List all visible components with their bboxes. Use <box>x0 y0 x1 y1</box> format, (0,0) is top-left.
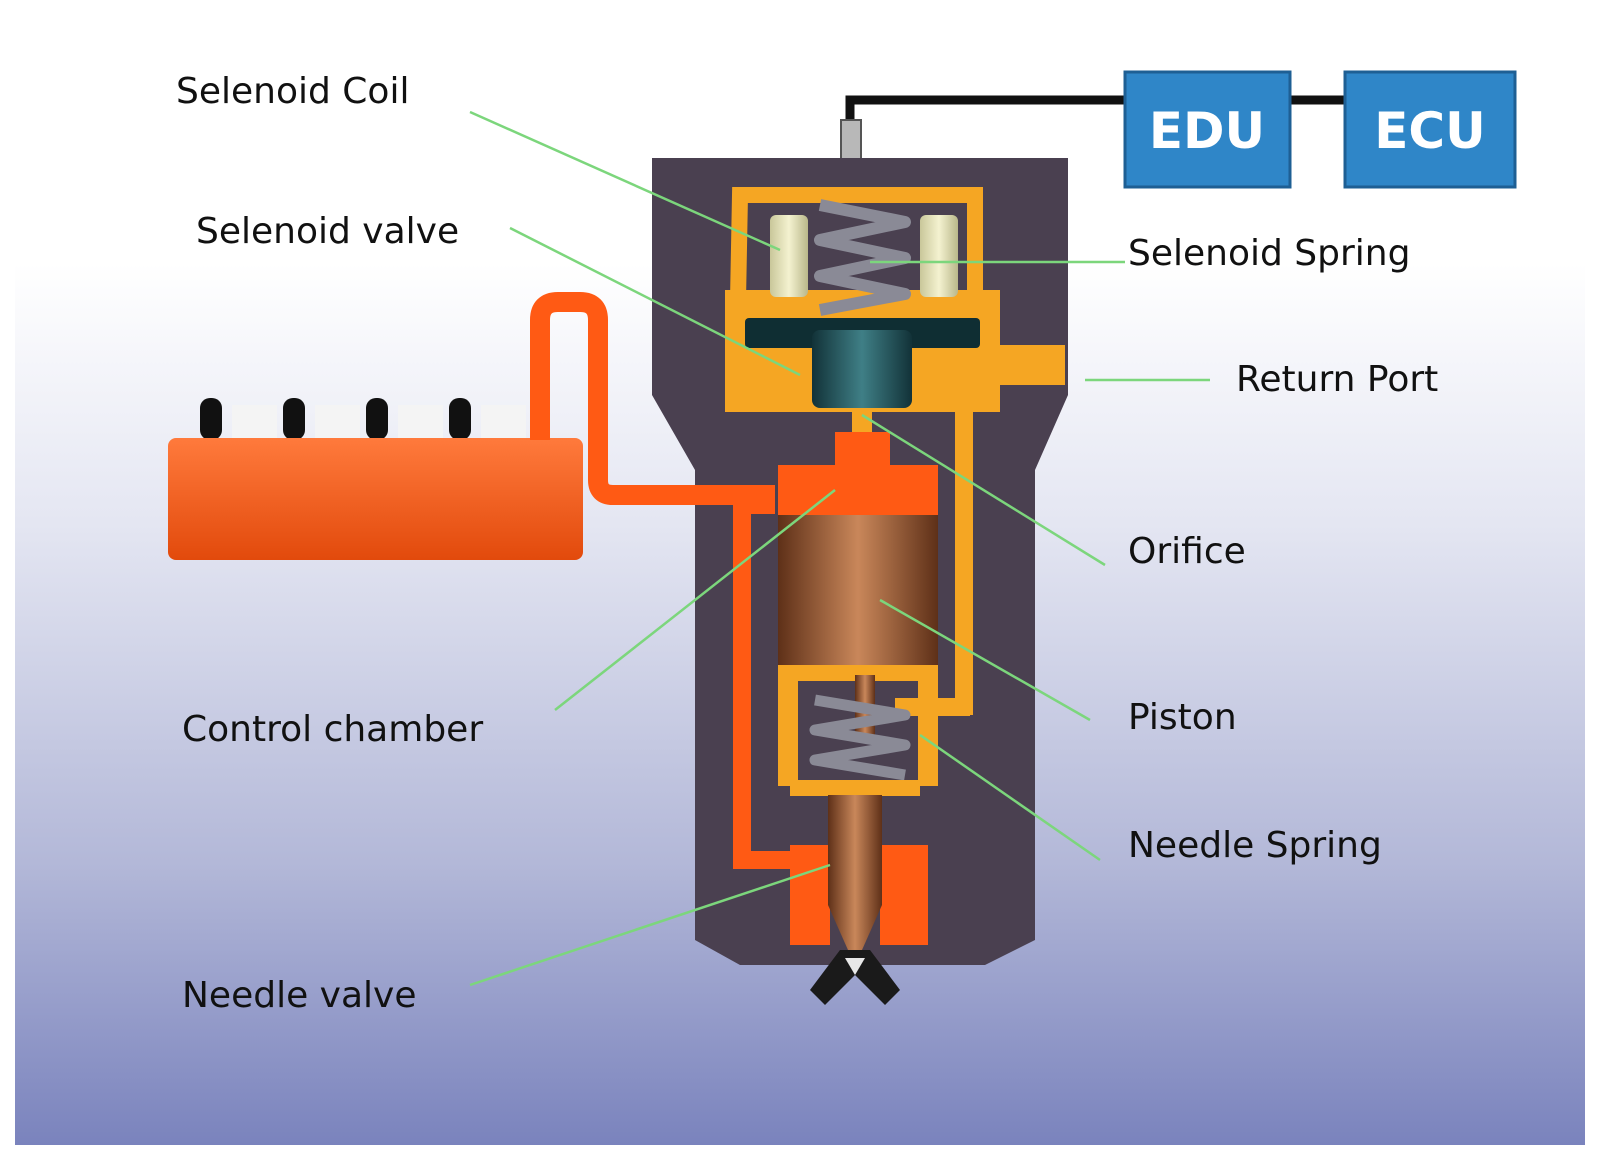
edu-box: EDU <box>1123 70 1292 189</box>
leader-control-chamber <box>554 489 836 711</box>
leader-needle-spring <box>919 733 1101 862</box>
label-needle-spring: Needle Spring <box>1128 825 1382 866</box>
selenoid-coil-left <box>770 215 808 297</box>
selenoid-spring <box>814 199 911 316</box>
label-orifice: Orifice <box>1128 531 1246 572</box>
fuel-nozzle-line <box>733 496 790 869</box>
needle-spring <box>809 694 911 781</box>
ecu-box: ECU <box>1343 70 1517 189</box>
selenoid-valve <box>745 318 980 408</box>
label-piston: Piston <box>1128 697 1237 738</box>
orifice <box>852 408 872 436</box>
label-needle-valve: Needle valve <box>182 975 417 1016</box>
ecu-label: ECU <box>1374 102 1485 160</box>
leader-orifice <box>861 413 1106 567</box>
edu-label: EDU <box>1149 102 1265 160</box>
leader-piston <box>879 598 1091 722</box>
label-selenoid-spring: Selenoid Spring <box>1128 233 1411 274</box>
label-control-chamber: Control chamber <box>182 709 484 750</box>
label-selenoid-valve: Selenoid valve <box>196 211 460 252</box>
leader-needle-valve <box>469 863 831 987</box>
fuel-rail <box>168 398 583 560</box>
nozzle-tip <box>810 950 900 1005</box>
leader-lines <box>469 110 1210 987</box>
leader-selenoid-valve <box>509 226 801 377</box>
control-chamber <box>778 432 938 517</box>
label-selenoid-coil: Selenoid Coil <box>176 71 410 112</box>
leader-selenoid-coil <box>469 110 781 252</box>
label-return-port: Return Port <box>1236 359 1439 400</box>
fuel-feed-line <box>530 292 775 505</box>
selenoid-coil-right <box>920 215 958 297</box>
needle-valve <box>790 780 928 950</box>
piston <box>778 515 938 675</box>
